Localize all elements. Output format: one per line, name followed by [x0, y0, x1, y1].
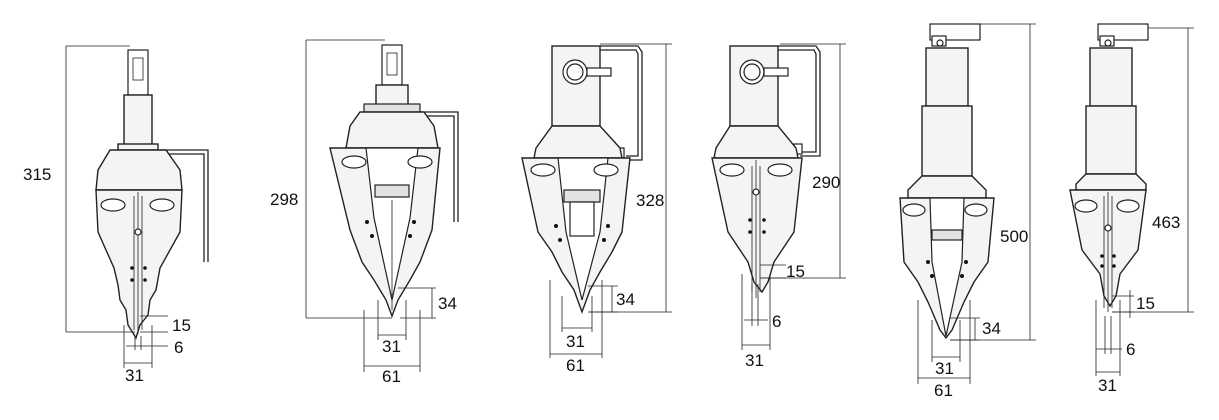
tool-2-height-label: 298: [270, 190, 298, 209]
tool-5-jaw-width-label: 61: [934, 381, 953, 400]
tool-5-height-label: 500: [1000, 227, 1028, 246]
tool-6-height-label: 463: [1152, 213, 1180, 232]
tool-3-tip-width-label: 31: [566, 332, 585, 351]
tool-6-jaw-width-label: 31: [1098, 376, 1117, 395]
tool-2-jaw-width-label: 61: [382, 367, 401, 386]
tool-1-tip-width-label: 6: [174, 338, 183, 357]
tool-5-tip-width-label: 31: [935, 359, 954, 378]
tool-3-jaw-width-label: 61: [566, 356, 585, 375]
tool-6-tip-length-label: 15: [1136, 294, 1155, 313]
tool-1-jaw-width-label: 31: [125, 366, 144, 385]
tool-1-drawing: 315 15 6 31: [23, 45, 209, 385]
tool-3-height-label: 328: [636, 191, 664, 210]
tool-4-tip-length-label: 15: [786, 262, 805, 281]
tool-6-tip-width-label: 6: [1126, 340, 1135, 359]
tool-2-tip-length-label: 34: [438, 294, 457, 313]
tool-2-drawing: 298 34 31 61: [270, 39, 459, 386]
tool-1-height-label: 315: [23, 165, 51, 184]
tool-3-drawing: 328 34 31 61: [521, 43, 672, 375]
tool-4-jaw-width-label: 31: [745, 351, 764, 370]
tool-1-tip-length-label: 15: [172, 316, 191, 335]
tool-5-drawing: 500 34 31 61: [899, 23, 1036, 400]
tool-4-drawing: 290 15 6 31: [711, 43, 846, 370]
tool-3-tip-length-label: 34: [616, 290, 635, 309]
tool-4-tip-width-label: 6: [772, 312, 781, 331]
tool-4-height-label: 290: [812, 173, 840, 192]
tool-2-tip-width-label: 31: [382, 337, 401, 356]
tool-6-drawing: 463 15 6 31: [1069, 23, 1194, 395]
tool-5-tip-length-label: 34: [982, 319, 1001, 338]
